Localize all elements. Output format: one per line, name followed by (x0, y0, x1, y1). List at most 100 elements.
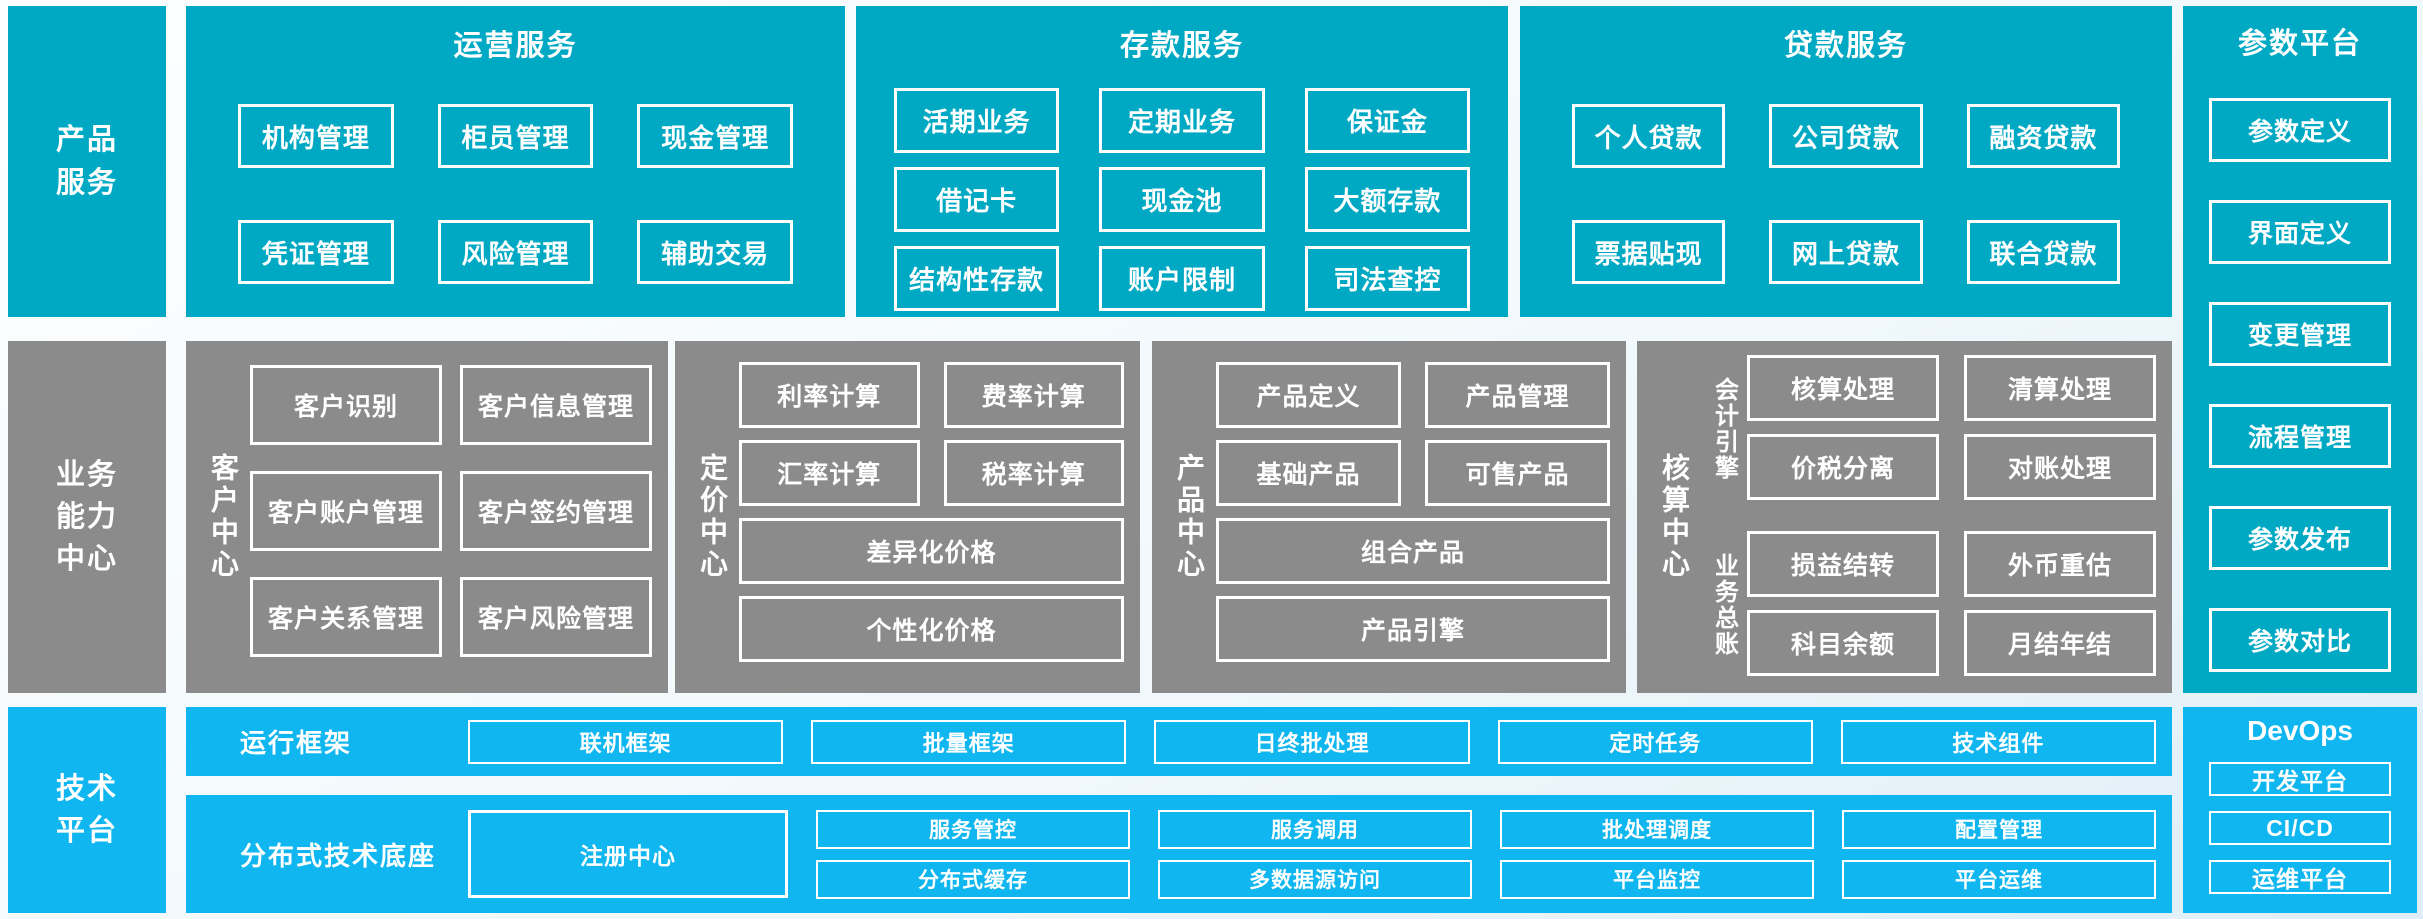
panel-parameter-platform: 参数平台 参数定义 界面定义 变更管理 流程管理 参数发布 参数对比 (2183, 6, 2417, 693)
module-stack: 服务调用 多数据源访问 (1158, 809, 1472, 899)
sidebar-business-capability-center: 业务 能力 中心 (8, 341, 166, 693)
module-box: 网上贷款 (1769, 220, 1923, 284)
module-box: 服务调用 (1158, 809, 1472, 849)
module-box: 界面定义 (2209, 200, 2391, 264)
module-box: 参数定义 (2209, 98, 2391, 162)
module-box: 技术组件 (1840, 719, 2157, 764)
center-label: 产品中心 (1174, 453, 1205, 581)
center-label: 核算中心 (1659, 453, 1690, 581)
module-box: 融资贷款 (1966, 104, 2120, 168)
module-box: 平台运维 (1842, 859, 2156, 899)
module-box: 个性化价格 (739, 596, 1124, 662)
module-grid: 损益结转 外币重估 科目余额 月结年结 (1747, 530, 2156, 680)
module-box: 服务管控 (816, 809, 1130, 849)
module-box: 账户限制 (1099, 246, 1265, 311)
module-box: 组合产品 (1216, 518, 1610, 584)
module-box: 产品管理 (1425, 362, 1610, 428)
band-runtime-framework: 运行框架 联机框架 批量框架 日终批处理 定时任务 技术组件 (186, 707, 2172, 776)
band-label: 运行框架 (240, 728, 353, 758)
module-grid: 机构管理 柜员管理 现金管理 凭证管理 风险管理 辅助交易 (186, 64, 845, 284)
module-box: 多数据源访问 (1158, 859, 1472, 899)
center-label: 定价中心 (697, 453, 728, 581)
module-grid: 活期业务 定期业务 保证金 借记卡 现金池 大额存款 结构性存款 账户限制 司法… (856, 64, 1508, 311)
band-label: 分布式技术底座 (240, 840, 437, 871)
module-box: 个人贷款 (1572, 104, 1726, 168)
module-box: 利率计算 (739, 362, 920, 428)
module-box: 损益结转 (1747, 530, 1939, 597)
panel-product-center: 产品中心 产品定义 产品管理 基础产品 可售产品 组合产品 产品引擎 (1152, 341, 1626, 693)
module-box: 参数对比 (2209, 608, 2391, 672)
panel-pricing-center: 定价中心 利率计算 费率计算 汇率计算 税率计算 差异化价格 个性化价格 (675, 341, 1140, 693)
module-box: 开发平台 (2209, 762, 2391, 796)
module-box: 参数发布 (2209, 506, 2391, 570)
module-box: 柜员管理 (437, 104, 594, 168)
panel-title: 参数平台 (2237, 28, 2362, 60)
panel-title: 存款服务 (1119, 30, 1244, 62)
group-label: 会计引擎 (1710, 377, 1738, 482)
module-box: 客户识别 (250, 365, 442, 445)
module-grid: 利率计算 费率计算 汇率计算 税率计算 差异化价格 个性化价格 (739, 341, 1124, 693)
module-box: 公司贷款 (1769, 104, 1923, 168)
module-grid: 产品定义 产品管理 基础产品 可售产品 组合产品 产品引擎 (1216, 341, 1610, 693)
module-box: 外币重估 (1964, 530, 2156, 597)
module-box: 价税分离 (1747, 434, 1939, 500)
module-box: 现金池 (1099, 167, 1265, 232)
module-grid: 个人贷款 公司贷款 融资贷款 票据贴现 网上贷款 联合贷款 (1520, 64, 2172, 284)
module-box: 核算处理 (1747, 355, 1939, 421)
module-box: CI/CD (2209, 811, 2391, 845)
module-box: 批量框架 (811, 719, 1127, 764)
module-box: 费率计算 (943, 362, 1124, 428)
module-box: 风险管理 (437, 220, 594, 284)
module-box: 对账处理 (1964, 434, 2156, 500)
module-box: 流程管理 (2209, 404, 2391, 468)
sidebar-technology-platform: 技术 平台 (8, 707, 166, 913)
panel-accounting-center: 核算中心 会计引擎 核算处理 清算处理 价税分离 对账处理 业务总账 损益结转 … (1637, 341, 2172, 693)
panel-title: DevOps (2247, 715, 2353, 746)
module-box: 差异化价格 (739, 518, 1124, 584)
module-box: 月结年结 (1964, 609, 2156, 676)
module-box: 司法查控 (1304, 246, 1470, 311)
module-box: 分布式缓存 (816, 859, 1130, 899)
module-box: 产品引擎 (1216, 596, 1610, 662)
module-list: 参数定义 界面定义 变更管理 流程管理 参数发布 参数对比 (2209, 62, 2391, 672)
center-label: 客户中心 (208, 453, 239, 581)
module-box: 客户签约管理 (460, 471, 652, 551)
module-box: 结构性存款 (894, 246, 1060, 311)
module-box: 机构管理 (238, 104, 394, 168)
module-box: 清算处理 (1964, 355, 2156, 421)
module-box: 辅助交易 (637, 220, 793, 284)
module-stack: 配置管理 平台运维 (1842, 809, 2156, 899)
panel-customer-center: 客户中心 客户识别 客户信息管理 客户账户管理 客户签约管理 客户关系管理 客户… (186, 341, 668, 693)
module-box: 现金管理 (637, 104, 793, 168)
group-label: 业务总账 (1710, 552, 1738, 657)
module-box: 产品定义 (1216, 362, 1401, 428)
module-box: 客户关系管理 (250, 577, 442, 657)
module-box: 基础产品 (1216, 440, 1401, 506)
module-box: 客户账户管理 (250, 471, 442, 551)
sidebar-product-services: 产品 服务 (8, 6, 166, 317)
module-box: 变更管理 (2209, 302, 2391, 366)
module-box: 凭证管理 (238, 220, 394, 284)
panel-devops: DevOps 开发平台 CI/CD 运维平台 (2183, 707, 2417, 913)
module-stack: 批处理调度 平台监控 (1500, 809, 1814, 899)
module-box: 注册中心 (468, 810, 788, 898)
module-box: 联机框架 (468, 719, 784, 764)
module-box: 活期业务 (894, 88, 1060, 153)
module-box: 运维平台 (2209, 860, 2391, 894)
module-box: 日终批处理 (1154, 719, 1470, 764)
module-box: 定期业务 (1099, 88, 1265, 153)
panel-operations-services: 运营服务 机构管理 柜员管理 现金管理 凭证管理 风险管理 辅助交易 (186, 6, 845, 317)
accounting-engine-group: 会计引擎 核算处理 清算处理 价税分离 对账处理 (1701, 355, 2156, 504)
panel-deposit-services: 存款服务 活期业务 定期业务 保证金 借记卡 现金池 大额存款 结构性存款 账户… (856, 6, 1508, 317)
module-box: 批处理调度 (1500, 809, 1814, 849)
module-box: 借记卡 (894, 167, 1060, 232)
module-box: 配置管理 (1842, 809, 2156, 849)
module-box: 客户信息管理 (460, 365, 652, 445)
module-box: 联合贷款 (1966, 220, 2120, 284)
module-box: 可售产品 (1425, 440, 1610, 506)
panel-title: 运营服务 (453, 30, 578, 62)
module-box: 税率计算 (943, 440, 1124, 506)
module-box: 大额存款 (1304, 167, 1470, 232)
module-box: 保证金 (1304, 88, 1470, 153)
